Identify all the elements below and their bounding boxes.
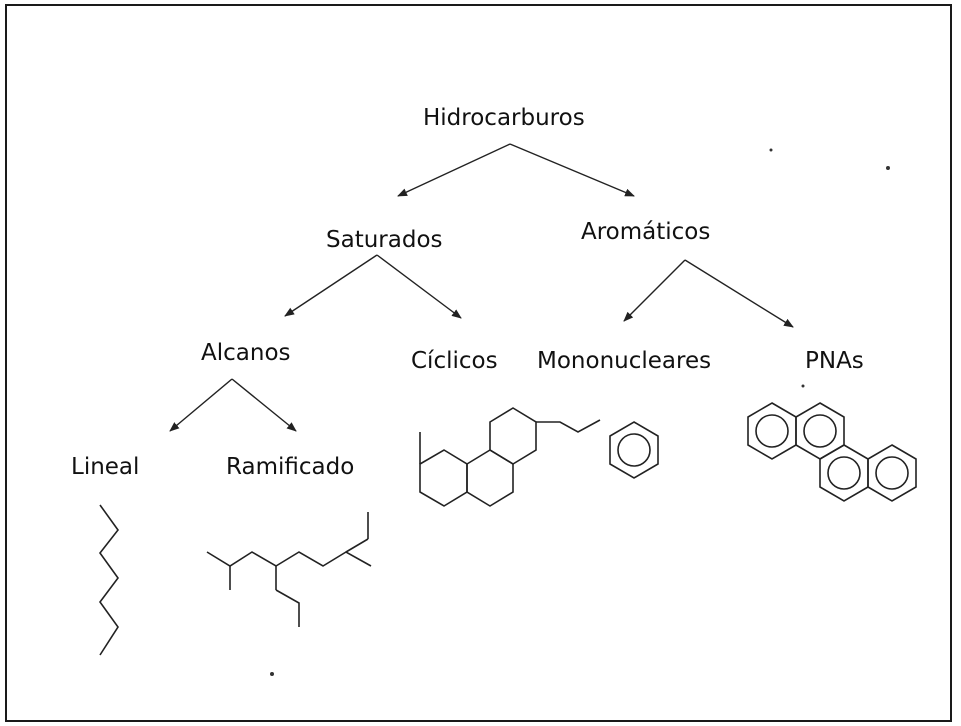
node-ramificado: Ramificado bbox=[226, 454, 355, 480]
node-lineal: Lineal bbox=[71, 454, 140, 480]
arrow-alcanos-lineal bbox=[169, 378, 233, 432]
arrow-root-aromaticos bbox=[509, 143, 635, 197]
arrow-saturados-alcanos bbox=[284, 254, 378, 317]
tree-arrows bbox=[169, 143, 794, 432]
arrow-saturados-ciclicos bbox=[376, 254, 462, 319]
diagram-frame bbox=[5, 4, 952, 722]
scan-specks bbox=[270, 148, 890, 676]
node-saturados: Saturados bbox=[326, 227, 443, 253]
branched-alkane-icon bbox=[206, 512, 372, 627]
arrow-aromaticos-mononucleares bbox=[623, 259, 686, 322]
arrow-root-saturados bbox=[397, 143, 511, 197]
arrow-aromaticos-pnas bbox=[684, 259, 794, 328]
cyclic-alkane-icon bbox=[419, 407, 601, 507]
node-pnas: PNAs bbox=[805, 348, 864, 374]
node-mononucleares: Mononucleares bbox=[537, 348, 712, 374]
node-ciclicos: Cíclicos bbox=[411, 348, 498, 374]
chrysene-icon bbox=[747, 402, 917, 502]
arrow-alcanos-ramificado bbox=[231, 378, 297, 432]
node-aromaticos: Aromáticos bbox=[581, 219, 711, 245]
linear-alkane-icon bbox=[98, 504, 120, 656]
benzene-icon bbox=[609, 421, 659, 479]
node-hidrocarburos: Hidrocarburos bbox=[423, 105, 585, 131]
node-alcanos: Alcanos bbox=[201, 340, 291, 366]
